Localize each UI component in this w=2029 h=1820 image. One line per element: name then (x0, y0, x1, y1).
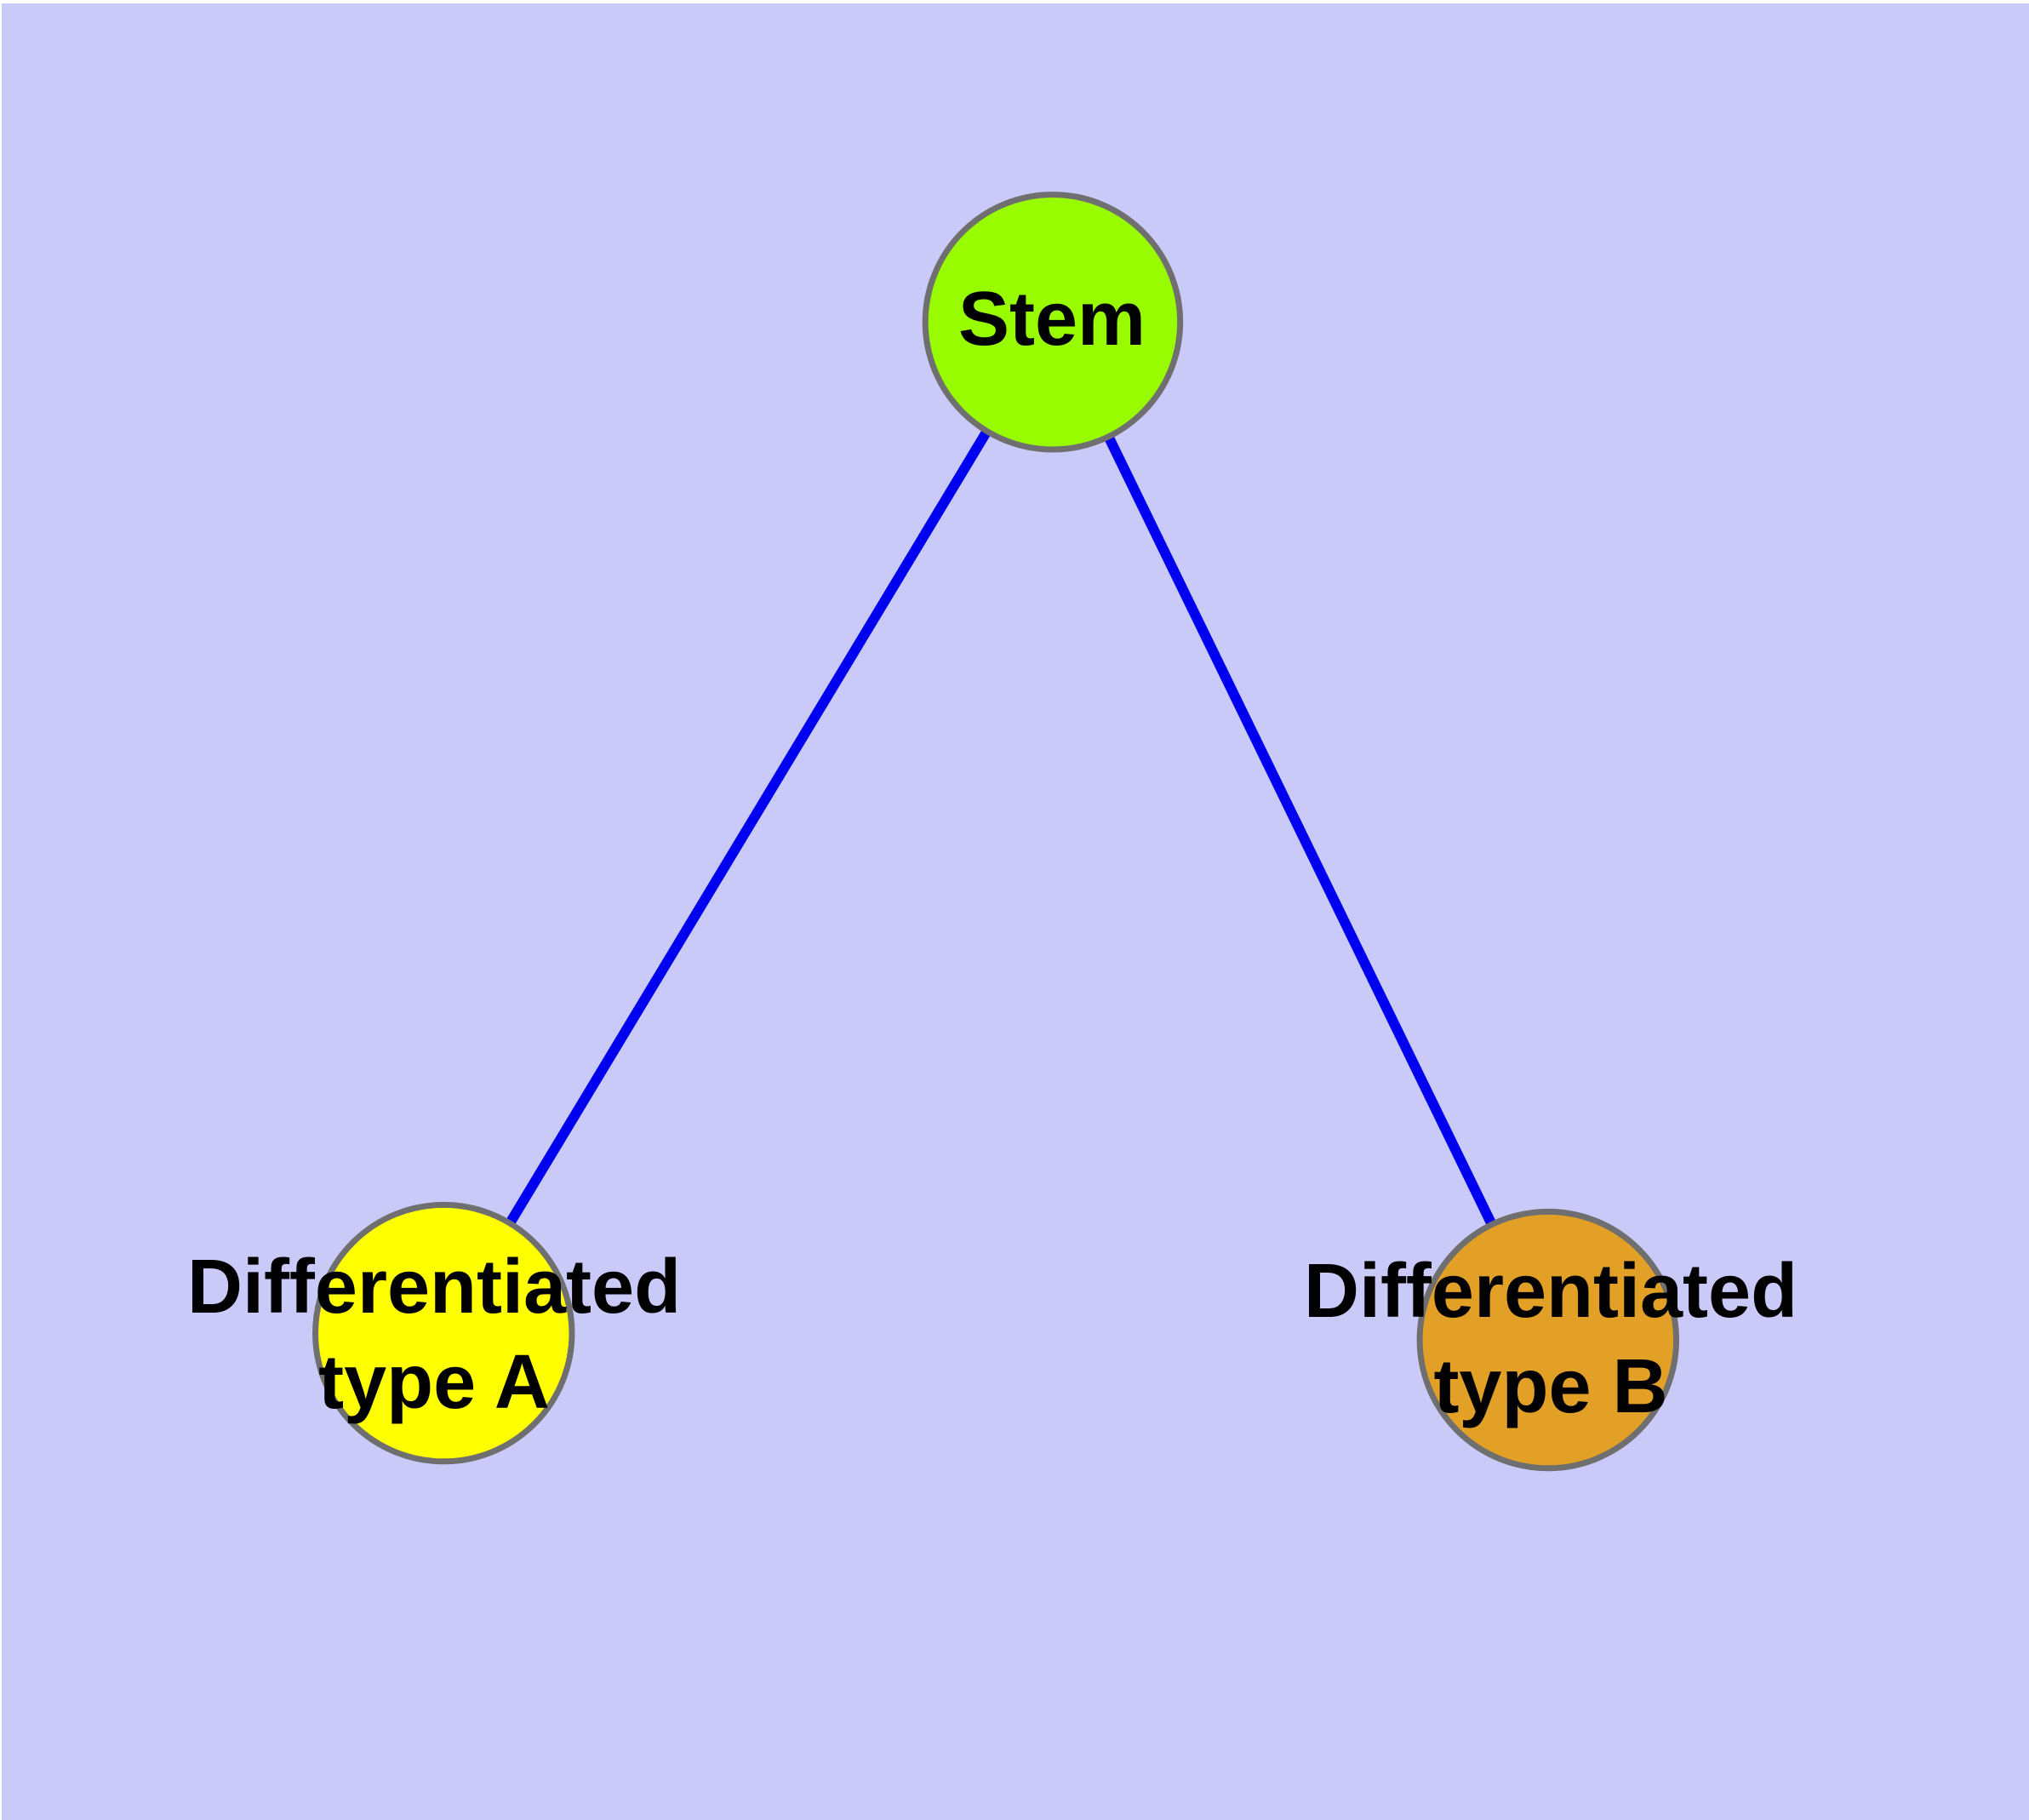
graph-svg (312, 192, 1680, 1472)
node-type-a-label: Differentiated type A (187, 1239, 681, 1430)
node-type-b-circle (1416, 1208, 1680, 1472)
edge-stem-to-type-a (439, 319, 1058, 1336)
node-type-a-label-line2: type A (318, 1340, 550, 1425)
node-stem-label: Stem (957, 277, 1146, 362)
node-type-b-label-line2: type B (1433, 1344, 1668, 1429)
node-type-a-label-line1: Differentiated (186, 1245, 682, 1330)
node-type-a-circle (312, 1201, 575, 1465)
node-type-b-label-line1: Differentiated (1303, 1249, 1798, 1334)
edge-stem-to-type-b (1048, 319, 1553, 1342)
node-stem-circle (922, 192, 1184, 453)
plot-background: Stem Differentiated type A Differentiate… (2, 3, 2029, 1820)
node-type-b-label: Differentiated type B (1304, 1244, 1798, 1434)
